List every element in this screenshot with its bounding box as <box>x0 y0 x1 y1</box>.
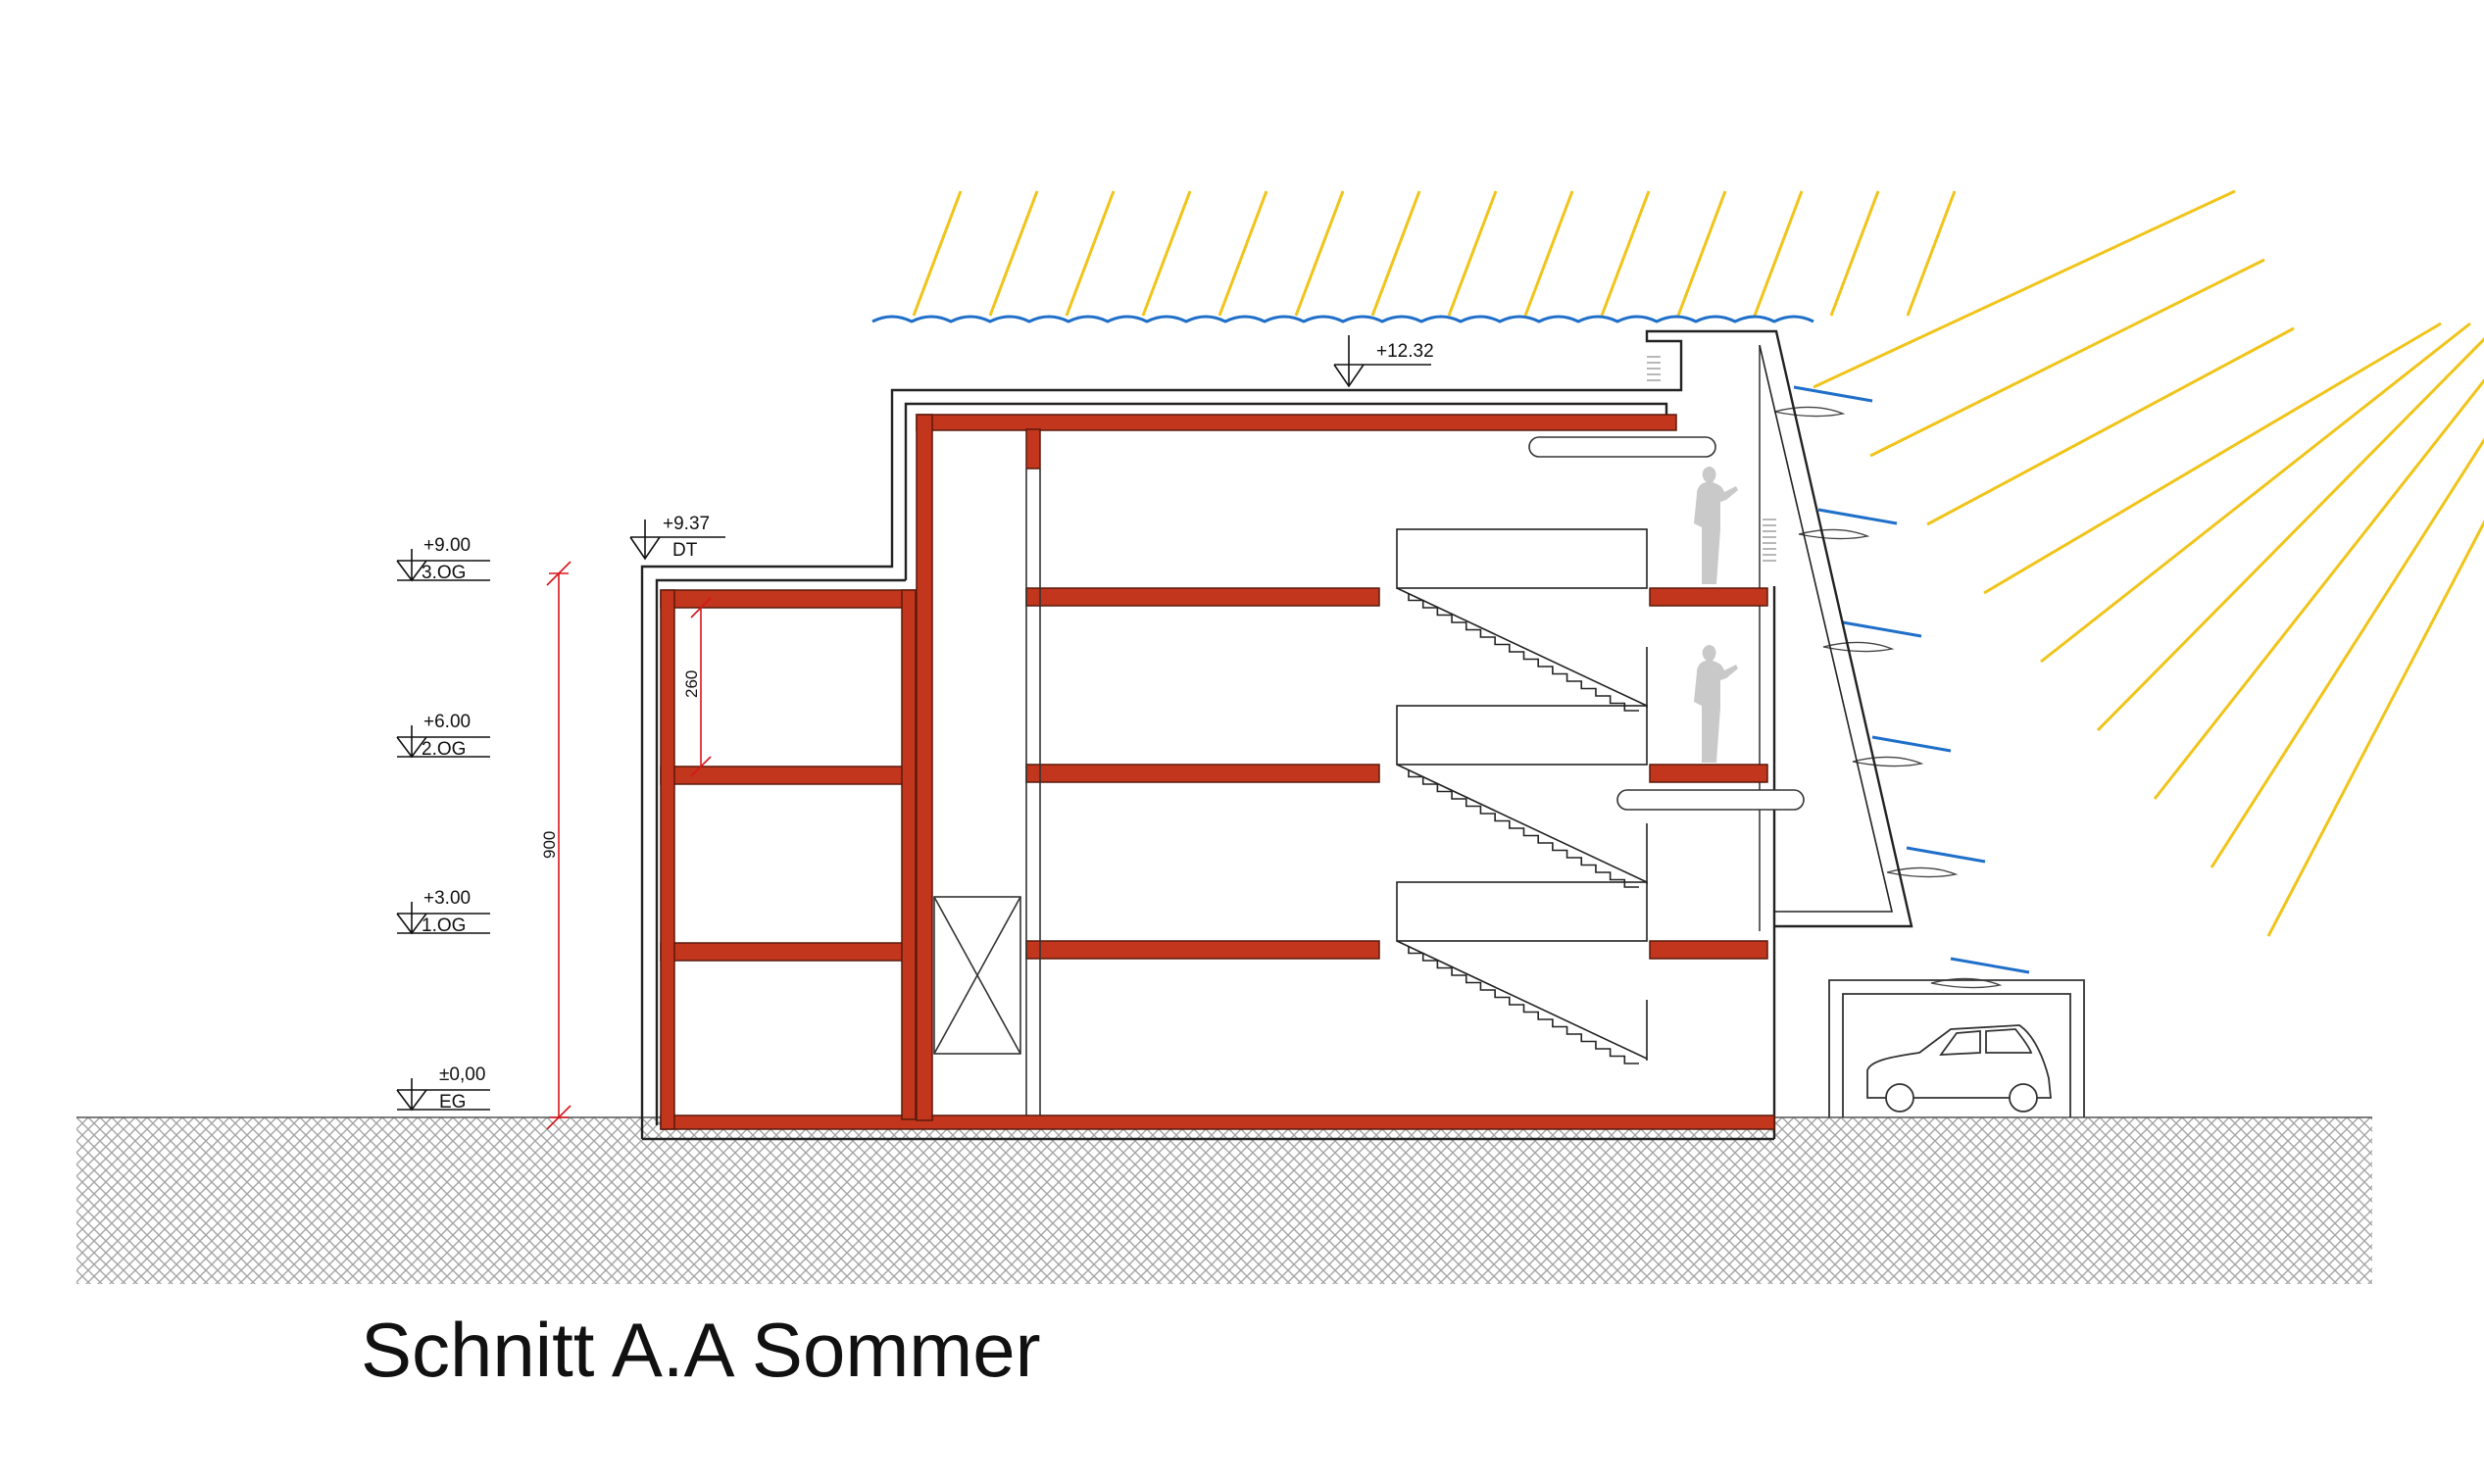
level-roof-top-value: +12.32 <box>1376 341 1434 362</box>
sun-ray <box>2040 322 2471 664</box>
vent-pipes <box>1528 436 1805 811</box>
level-marker-1og <box>396 902 490 935</box>
stair-stringer <box>1396 587 1648 707</box>
sun-ray <box>2096 337 2484 732</box>
ground <box>76 1116 2372 1284</box>
louver-bracket <box>1886 866 1959 878</box>
louver-bracket <box>1773 406 1846 418</box>
sun-ray <box>1676 190 1727 317</box>
facade-louvers <box>1773 385 2030 989</box>
sun-ray <box>1217 190 1268 317</box>
level-dt-name: DT <box>672 540 698 561</box>
structural-slabs <box>660 414 1775 1130</box>
elevator-shaft <box>933 469 1041 1115</box>
level-eg-value: ±0,00 <box>439 1064 485 1085</box>
dim-total-height: 900 <box>540 831 559 859</box>
sun-ray <box>1983 322 2442 595</box>
sun-ray <box>1370 190 1421 317</box>
louver-bracket <box>1822 641 1895 653</box>
dim-storey-height-label: 260 <box>682 670 701 698</box>
louver-blade <box>1871 735 1952 753</box>
level-eg-name: EG <box>439 1092 466 1113</box>
stair-steps <box>1408 769 1639 888</box>
stair-stringer <box>1396 764 1648 883</box>
sun-ray <box>1065 190 1116 317</box>
sun-ray <box>2153 377 2484 800</box>
level-dt-value: +9.37 <box>663 514 710 534</box>
sun-ray <box>1906 190 1957 317</box>
sun-ray <box>912 190 963 317</box>
sun-ray <box>2210 437 2484 868</box>
sun-ray <box>1869 258 2265 458</box>
sun-ray <box>1523 190 1574 317</box>
stair-steps <box>1408 593 1639 712</box>
level-marker-dt <box>629 519 725 561</box>
level-marker-roof-top <box>1333 335 1431 388</box>
level-2og-name: 2.OG <box>422 739 466 760</box>
dim-storey-height: 260 <box>682 670 701 698</box>
louver-blade <box>1842 620 1922 638</box>
facade-grilles <box>1647 356 1776 562</box>
louver-blade <box>1950 957 2030 974</box>
louver-bracket <box>1798 528 1870 540</box>
stair-stringer <box>1396 940 1648 1060</box>
sun-ray <box>1447 190 1498 317</box>
sun-ray <box>1926 326 2295 526</box>
level-marker-3og <box>396 549 490 582</box>
sun-rays <box>912 189 2484 937</box>
level-3og-name: 3.OG <box>422 563 466 583</box>
dim-total-height-label: 900 <box>540 831 559 859</box>
louver-blade <box>1793 385 1873 403</box>
garage <box>1828 979 2085 1117</box>
stair-landing <box>1396 528 1648 589</box>
louver-blade <box>1906 846 1986 864</box>
car-icon <box>1866 1024 2052 1113</box>
sun-ray <box>1294 190 1345 317</box>
sun-ray <box>1813 189 2236 389</box>
level-marker-eg <box>396 1078 490 1112</box>
people-silhouettes <box>1694 467 1738 763</box>
louver-bracket <box>1852 756 1924 767</box>
drawing-title: Schnitt A.A Sommer <box>361 1307 1041 1393</box>
level-1og-name: 1.OG <box>422 915 466 936</box>
sun-ray <box>988 190 1039 317</box>
stair-steps <box>1408 946 1639 1064</box>
staircases <box>1396 528 1648 1064</box>
level-3og-value: +9.00 <box>423 535 471 556</box>
level-2og-value: +6.00 <box>423 712 471 732</box>
sun-ray <box>1829 190 1880 317</box>
sun-ray <box>1600 190 1651 317</box>
level-1og-value: +3.00 <box>423 888 471 909</box>
louver-blade <box>1817 508 1898 525</box>
sun-ray <box>2266 519 2484 937</box>
stair-landing <box>1396 705 1648 766</box>
sun-ray <box>1141 190 1192 317</box>
stair-landing <box>1396 881 1648 942</box>
level-marker-2og <box>396 725 490 759</box>
building-envelope <box>640 329 1913 1141</box>
sun-ray <box>1753 190 1804 317</box>
sky-line <box>871 315 1814 323</box>
dimension-lines <box>546 561 712 1130</box>
